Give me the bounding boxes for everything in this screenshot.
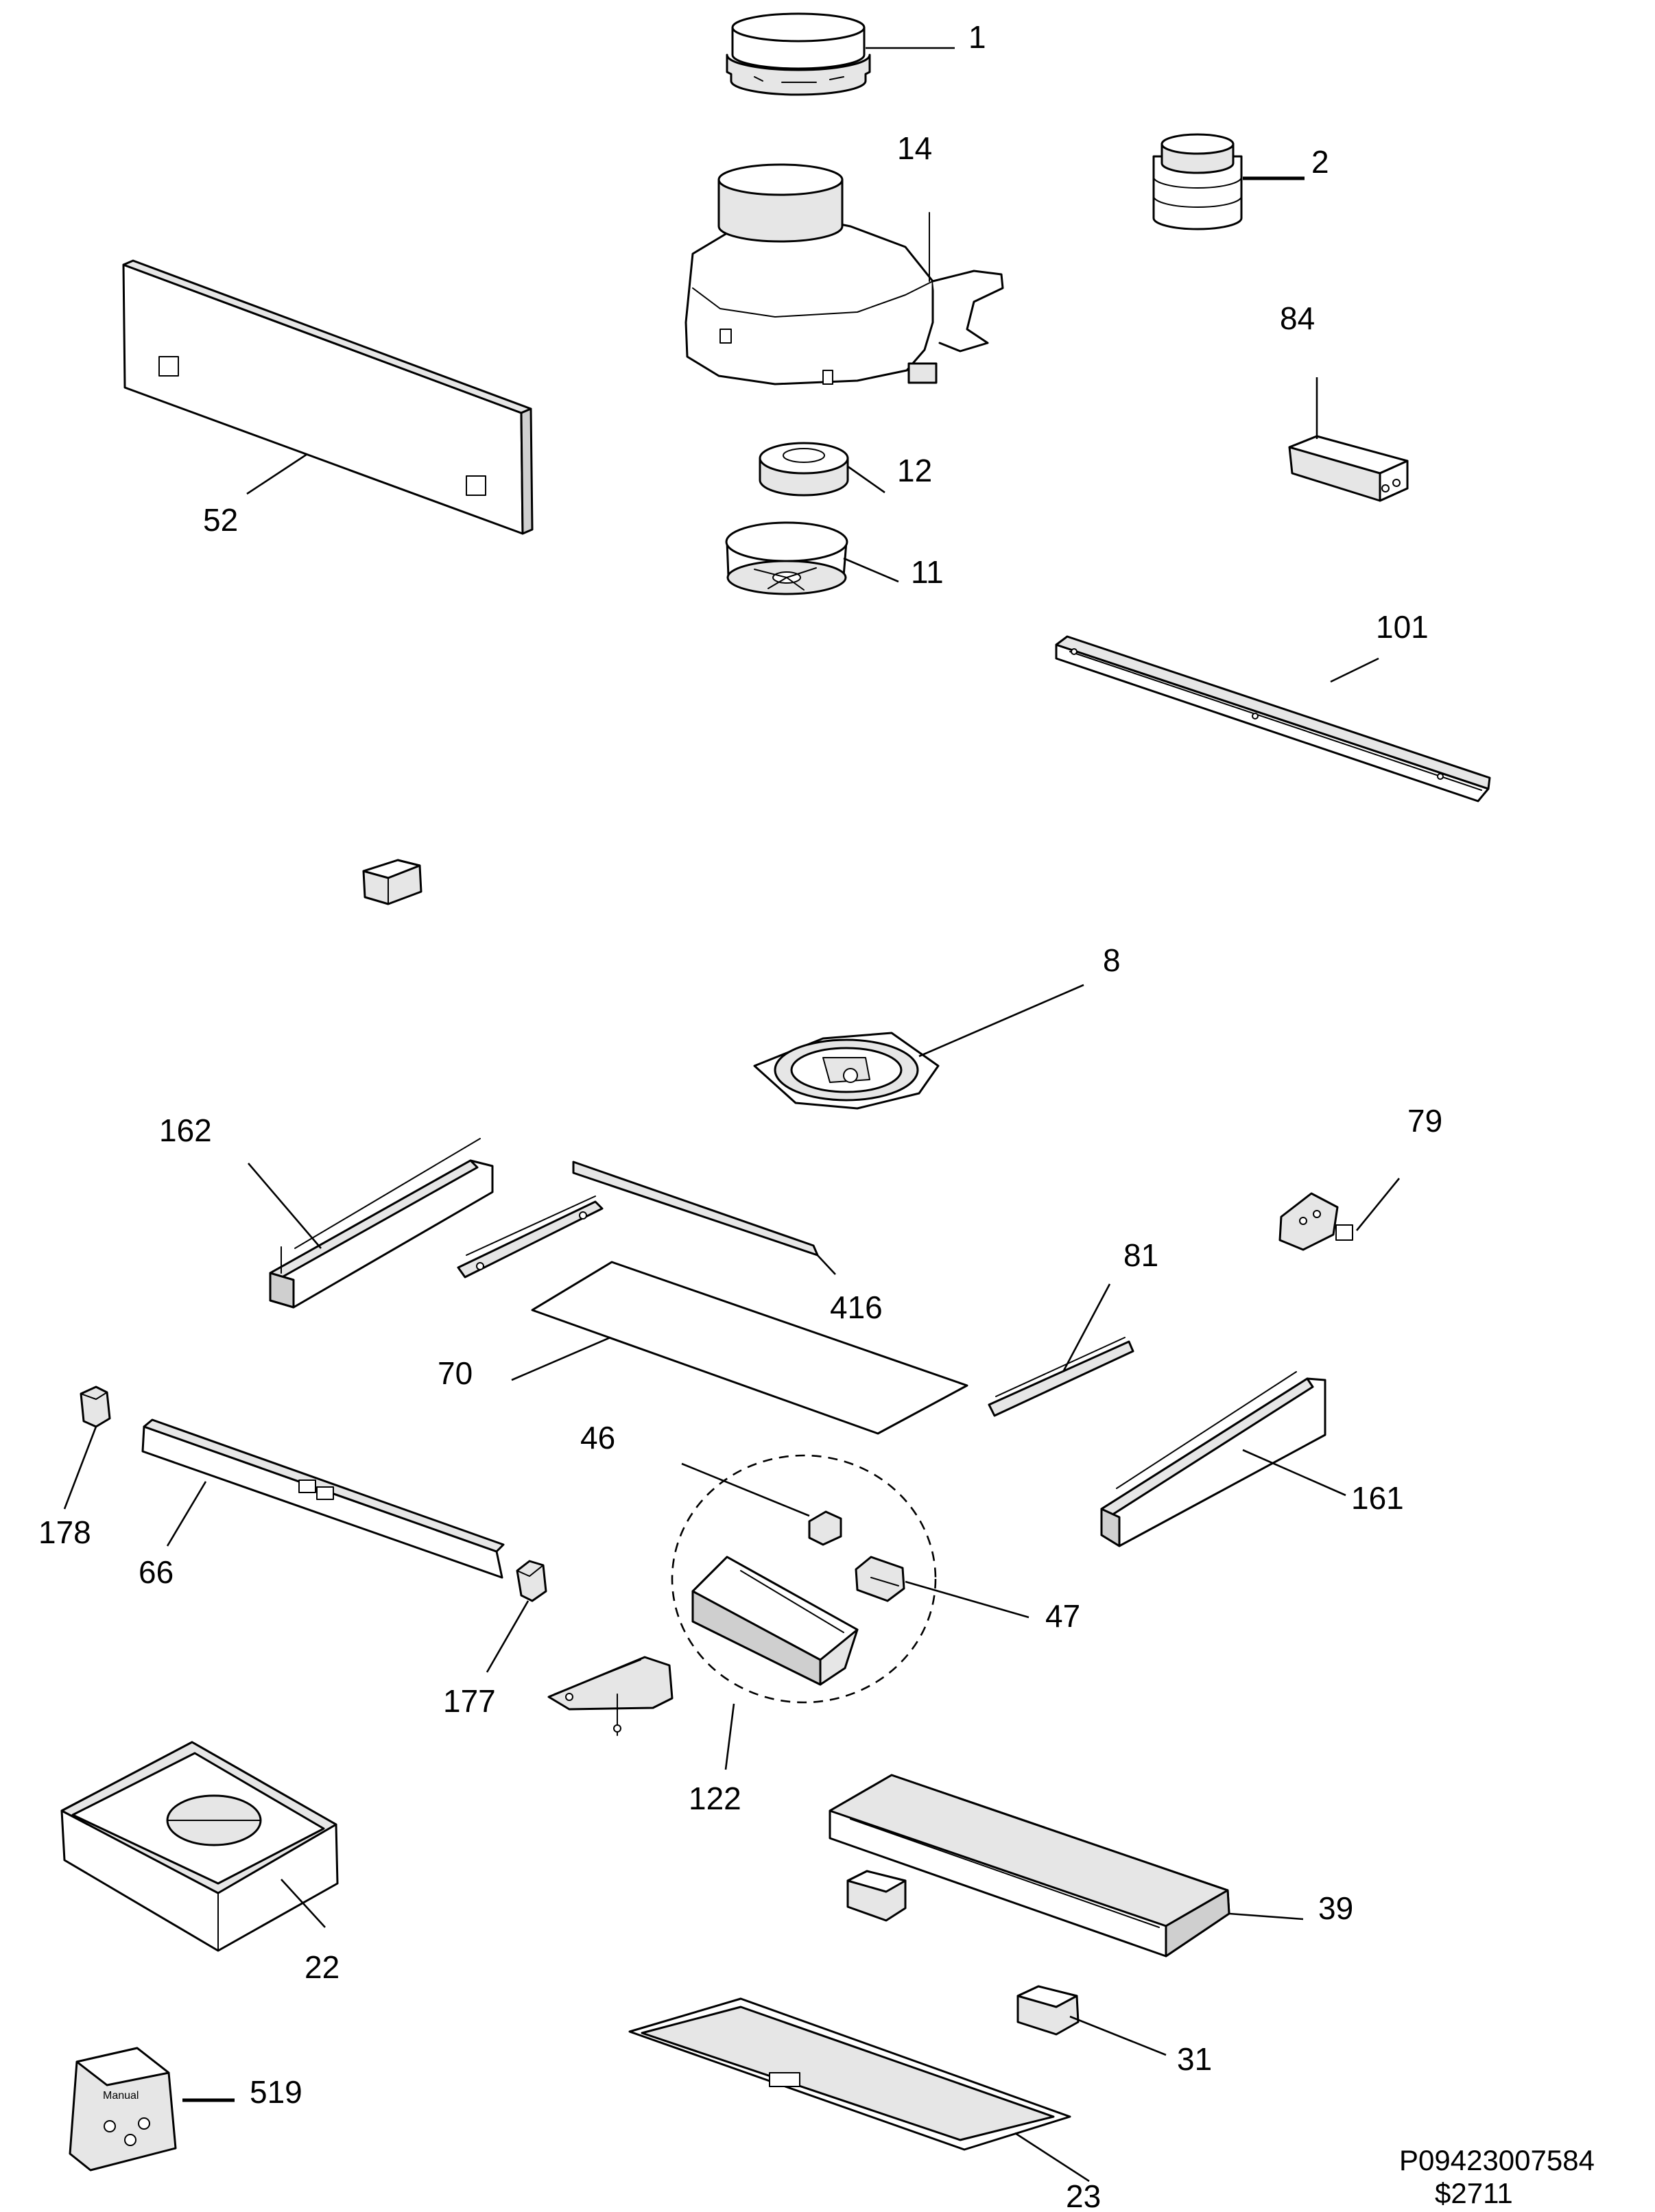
- part-8-motor-plate: [753, 1032, 940, 1110]
- part-101-rail: [1055, 635, 1491, 802]
- callout-79: 79: [1407, 1103, 1442, 1139]
- part-31-spacer-lower: [1016, 1985, 1080, 2036]
- part-416-strip: [572, 1161, 819, 1257]
- leader-52: [246, 453, 308, 495]
- leader-22: [281, 1879, 326, 1928]
- leader-66: [166, 1481, 207, 1547]
- part-178-knob: [80, 1386, 111, 1428]
- leader-47: [905, 1580, 1029, 1619]
- callout-1: 1: [968, 19, 986, 55]
- part-39-filter-frame: [829, 1774, 1230, 1958]
- callout-84: 84: [1280, 300, 1315, 336]
- leader-178: [63, 1426, 97, 1510]
- leader-81: [1062, 1283, 1111, 1372]
- callout-22: 22: [305, 1949, 340, 1985]
- part-switch-small: [362, 859, 422, 905]
- callout-161: 161: [1351, 1480, 1404, 1516]
- leader-177: [486, 1600, 529, 1673]
- part-slide-bracket-left: [457, 1196, 604, 1279]
- callout-162: 162: [159, 1113, 212, 1148]
- callout-47: 47: [1045, 1598, 1080, 1634]
- callout-519: 519: [250, 2074, 302, 2110]
- callout-101: 101: [1376, 609, 1429, 645]
- part-47-terminal-block: [855, 1556, 905, 1602]
- callout-122: 122: [689, 1781, 741, 1816]
- callout-23: 23: [1066, 2178, 1101, 2209]
- part-23-grease-filter: [628, 1997, 1071, 2151]
- callout-66: 66: [139, 1554, 174, 1590]
- part-52-front-panel: [122, 259, 534, 535]
- part-79-switch: [1278, 1192, 1353, 1251]
- leader-46: [681, 1462, 810, 1517]
- leader-39: [1228, 1912, 1304, 1920]
- leader-101: [1330, 657, 1379, 683]
- drawing-number: P09423007584: [1399, 2144, 1595, 2176]
- callout-416: 416: [830, 1289, 883, 1325]
- part-11-impeller: [725, 521, 848, 595]
- callout-2: 2: [1311, 144, 1329, 180]
- part-31-spacer-upper: [846, 1870, 907, 1922]
- group-122-outline: [671, 1454, 937, 1704]
- part-84-transformer: [1288, 435, 1409, 502]
- callout-178: 178: [38, 1514, 91, 1550]
- part-519-manual-bag: [69, 2047, 177, 2172]
- leader-416: [815, 1253, 836, 1275]
- bag-label: Manual: [103, 2090, 139, 2102]
- leader-162: [248, 1163, 322, 1249]
- part-1-duct-collar: [726, 12, 871, 96]
- part-22-duct-adapter-tray: [60, 1741, 339, 1952]
- callout-177: 177: [443, 1683, 496, 1719]
- leader-161: [1242, 1449, 1346, 1497]
- part-12-motor: [759, 442, 849, 497]
- callout-8: 8: [1103, 942, 1121, 978]
- leader-122: [724, 1703, 735, 1770]
- part-electrical-housing: [691, 1556, 859, 1686]
- leader-79: [1355, 1178, 1401, 1231]
- part-2-reducer: [1152, 133, 1243, 230]
- callout-52: 52: [203, 502, 238, 538]
- part-mounting-bracket: [547, 1656, 674, 1736]
- callout-81: 81: [1123, 1237, 1158, 1273]
- callout-11: 11: [911, 554, 944, 590]
- part-162-side-channel-left: [269, 1138, 494, 1309]
- callout-14: 14: [897, 130, 932, 166]
- callout-39: 39: [1318, 1890, 1353, 1926]
- leader-8: [918, 984, 1084, 1058]
- part-66-front-trim: [141, 1418, 505, 1579]
- callout-46: 46: [580, 1420, 615, 1455]
- part-161-side-channel-right: [1100, 1371, 1326, 1547]
- page-code: $2711: [1435, 2177, 1513, 2209]
- leader-11: [843, 557, 899, 583]
- callout-31: 31: [1177, 2041, 1212, 2077]
- part-81-slide-bracket-right: [988, 1337, 1134, 1417]
- part-46-terminal: [808, 1510, 842, 1546]
- leader-12: [847, 465, 885, 494]
- part-70-glass-sheet: [531, 1261, 968, 1435]
- leader-31: [1069, 2015, 1167, 2056]
- part-177-knob: [516, 1560, 547, 1602]
- leader-70: [511, 1336, 611, 1381]
- leader-23: [1014, 2132, 1090, 2183]
- part-14-blower-housing: [684, 163, 1004, 385]
- callout-12: 12: [897, 453, 932, 488]
- callout-70: 70: [438, 1355, 473, 1391]
